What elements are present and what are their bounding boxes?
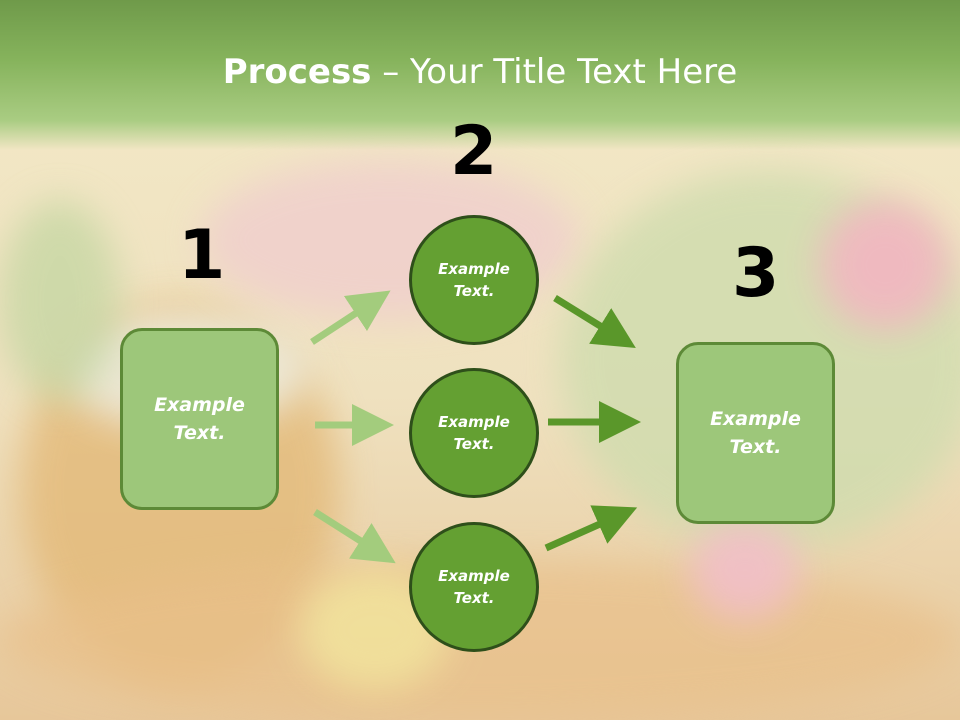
arrow-to-circle-3 [313,509,396,564]
title-bold: Process [222,52,372,92]
circle-1-text: Example Text. [438,259,510,301]
circle-3: Example Text. [409,522,539,652]
arrow-from-circle-1 [553,295,636,349]
step-number-3: 3 [732,234,780,313]
step-number-1: 1 [178,216,226,295]
arrow-from-circle-3 [544,505,638,552]
step-3-box: Example Text. [676,342,835,524]
step-3-text: Example Text. [710,407,801,459]
circle-3-text: Example Text. [438,566,510,608]
title-rest: – Your Title Text Here [371,52,738,92]
circle-1: Example Text. [409,215,539,345]
circle-2-text: Example Text. [438,412,510,454]
step-number-2: 2 [450,112,498,191]
slide-title: Process – Your Title Text Here [0,52,960,92]
circle-2: Example Text. [409,368,539,498]
arrow-to-circle-1 [310,290,391,345]
title-band [0,0,960,150]
step-1-box: Example Text. [120,328,279,510]
step-1-text: Example Text. [154,393,245,445]
